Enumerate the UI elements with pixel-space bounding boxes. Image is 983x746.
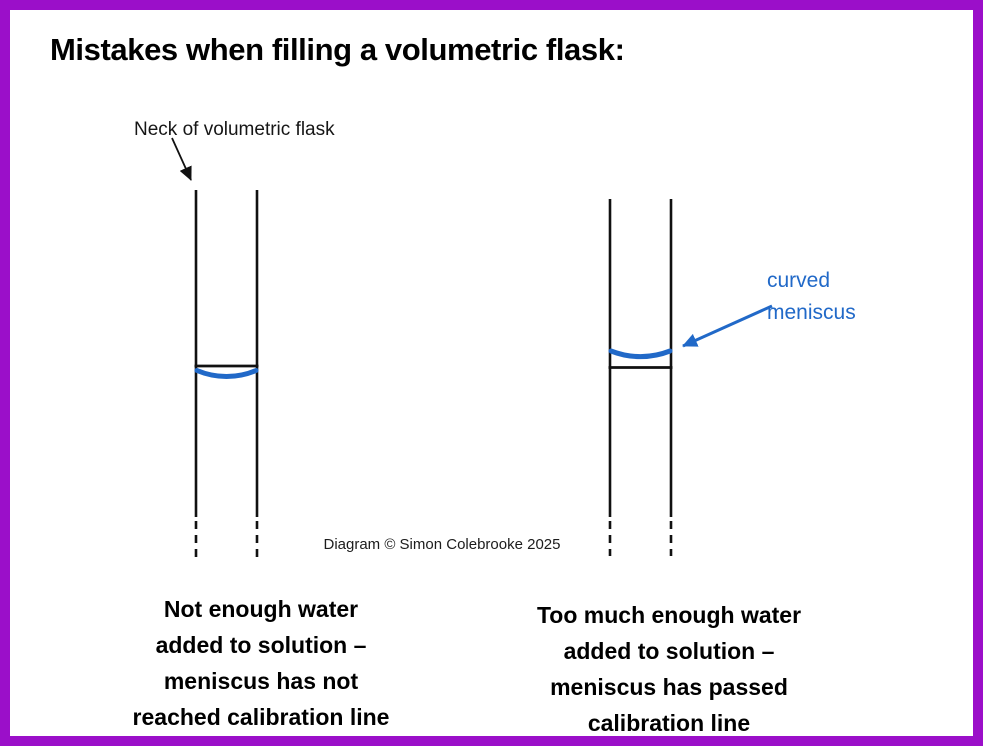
right-meniscus-curve (608, 348, 673, 360)
meniscus-pointer-arrow-icon (682, 304, 773, 348)
caption-line: meniscus has passed (550, 674, 788, 700)
page-title: Mistakes when filling a volumetric flask… (50, 32, 625, 67)
neck-of-flask-label: Neck of volumetric flask (134, 119, 335, 140)
right-flask-neck (608, 199, 673, 556)
caption-line: meniscus has not (163, 668, 359, 694)
caption-line: Not enough water (163, 596, 359, 622)
neck-pointer-arrow-icon (171, 137, 192, 181)
caption-line: calibration line (587, 710, 751, 736)
caption-line: Too much enough water (536, 602, 802, 628)
caption-line: added to solution – (155, 632, 367, 658)
caption-line: reached calibration line (132, 704, 390, 730)
left-flask-neck (194, 190, 259, 563)
caption-line: added to solution – (563, 638, 775, 664)
copyright-text: Diagram © Simon Colebrooke 2025 (323, 536, 561, 553)
diagram-canvas (171, 137, 773, 563)
right-flask-caption: Too much enough water added to solution … (499, 597, 839, 736)
left-flask-caption: Not enough water added to solution – men… (91, 591, 431, 735)
curved-meniscus-label: curved meniscus (767, 269, 856, 324)
left-meniscus-curve (194, 368, 259, 379)
